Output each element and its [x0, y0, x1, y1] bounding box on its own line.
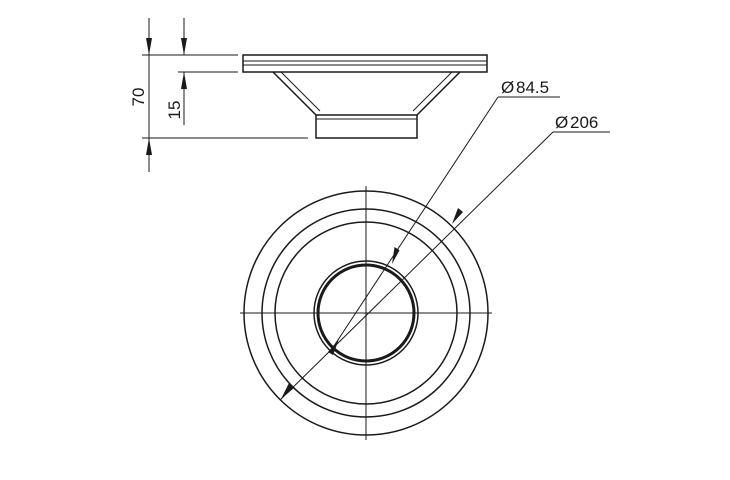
- dim-84-leader: [331, 96, 499, 350]
- outer-circle: [243, 190, 489, 436]
- dim-84-arrow-upper: [392, 247, 400, 264]
- dim-70-arrow-bottom: [146, 138, 152, 155]
- second-circle: [261, 208, 471, 418]
- dim-15-arrow-top: [181, 38, 187, 55]
- dim-84-label: 84.5: [516, 78, 549, 97]
- side-cone-inner-right: [412, 71, 453, 112]
- side-cone-inner-left: [280, 71, 321, 112]
- dim-70-label: 70: [129, 88, 148, 107]
- dim-70-arrow-top: [146, 38, 152, 55]
- third-circle: [274, 221, 458, 405]
- inner-bore-outer: [313, 260, 419, 366]
- top-view: Ø 84.5 Ø 206: [240, 78, 610, 440]
- side-cone-right: [416, 71, 461, 116]
- dim-206-arrow-upper: [452, 208, 463, 224]
- side-cone-left: [272, 71, 317, 116]
- dim-206-label: 206: [570, 113, 598, 132]
- inner-bore: [316, 263, 416, 363]
- dim-84-symbol: Ø: [501, 78, 514, 97]
- dim-15-label: 15: [165, 101, 184, 120]
- side-neck: [315, 114, 418, 139]
- dim-206-arrow-lower: [281, 383, 294, 399]
- side-flange-plate: [242, 54, 488, 73]
- dim-206-leader: [279, 131, 554, 401]
- side-view: 70 15: [129, 18, 488, 172]
- dim-206-symbol: Ø: [555, 113, 568, 132]
- dim-15-arrow-bottom: [181, 72, 187, 89]
